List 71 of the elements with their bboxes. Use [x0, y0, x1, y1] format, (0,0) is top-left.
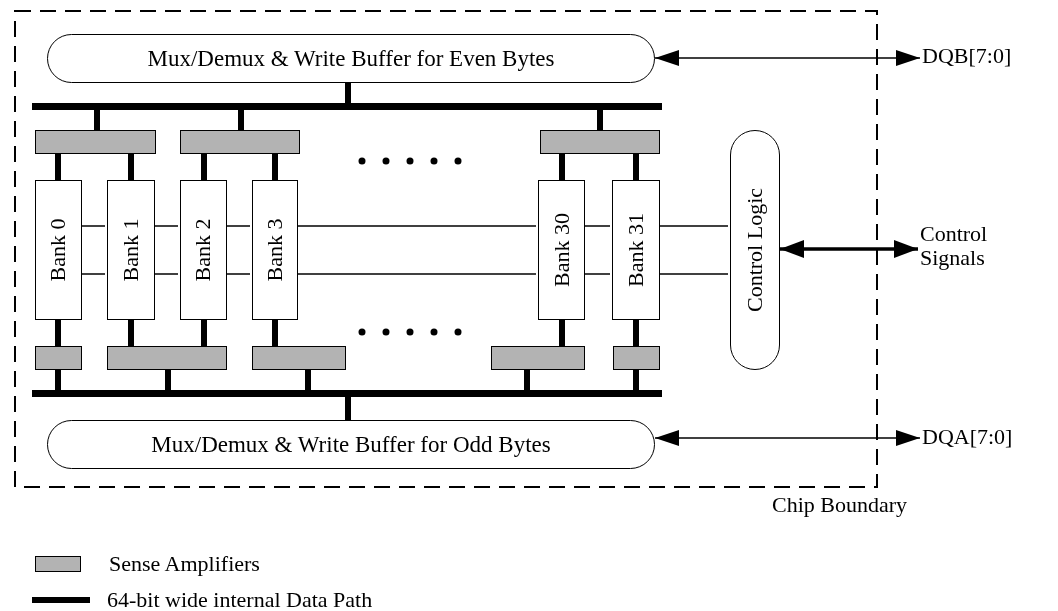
double-arrow: [654, 50, 921, 66]
sense-amplifier: [35, 130, 156, 154]
sense-amplifier: [180, 130, 300, 154]
sense-amplifier: [491, 346, 585, 370]
connector-line: [226, 273, 251, 275]
memory-bank: [35, 180, 82, 320]
block-label: Bank 1: [120, 218, 142, 282]
memory-bank: [252, 180, 298, 320]
memory-bank: [612, 180, 660, 320]
connector-line: [238, 110, 244, 130]
connector-line: [297, 273, 537, 275]
connector-line: [584, 225, 611, 227]
double-arrow: [780, 240, 918, 258]
signal-label: Control Signals: [920, 222, 989, 271]
data-bus: [32, 103, 662, 110]
block-label: Bank 0: [47, 218, 70, 282]
block-label: Bank 30: [550, 213, 573, 287]
block-label: Bank 2: [192, 218, 215, 282]
connector-line: [128, 154, 134, 180]
connector-line: [81, 225, 106, 227]
connector-line: [128, 320, 134, 346]
connector-line: [659, 273, 729, 275]
buffer-block: [47, 34, 655, 83]
connector-line: [226, 225, 251, 227]
control-logic-block: [730, 130, 780, 370]
connector-line: [55, 154, 61, 180]
connector-line: [297, 225, 537, 227]
legend-label: Sense Amplifiers: [109, 553, 260, 575]
connector-line: [55, 370, 61, 390]
block-label: Bank 3: [264, 218, 286, 282]
connector-line: [559, 320, 565, 346]
sense-amplifier: [35, 346, 82, 370]
connector-line: [201, 154, 207, 180]
connector-line: [305, 370, 311, 390]
memory-bank: [107, 180, 155, 320]
connector-line: [633, 320, 639, 346]
connector-line: [584, 273, 611, 275]
connector-line: [345, 83, 351, 103]
boundary-label: Chip Boundary: [772, 494, 908, 516]
connector-line: [272, 320, 278, 346]
buffer-block: [47, 420, 655, 469]
block-label: Mux/Demux & Write Buffer for Odd Bytes: [151, 433, 551, 456]
connector-line: [597, 110, 603, 130]
memory-bank: [180, 180, 227, 320]
signal-label: DQA[7:0]: [922, 425, 1014, 450]
sense-amplifier: [613, 346, 660, 370]
double-arrow: [654, 430, 921, 446]
legend-label: 64-bit wide internal Data Path: [107, 589, 373, 611]
connector-line: [154, 273, 179, 275]
connector-line: [524, 370, 530, 390]
block-label: Bank 31: [625, 213, 647, 287]
connector-line: [81, 273, 106, 275]
signal-label: DQB[7:0]: [922, 44, 1013, 69]
connector-line: [633, 370, 639, 390]
connector-line: [55, 320, 61, 346]
connector-line: [165, 370, 171, 390]
memory-bank: [538, 180, 585, 320]
connector-line: [201, 320, 207, 346]
connector-line: [659, 225, 729, 227]
connector-line: [633, 154, 639, 180]
sense-amplifier: [540, 130, 660, 154]
connector-line: [345, 397, 351, 420]
connector-line: [272, 154, 278, 180]
sense-amplifier: [107, 346, 227, 370]
connector-line: [154, 225, 179, 227]
block-label: Mux/Demux & Write Buffer for Even Bytes: [147, 47, 555, 70]
sense-amplifier: [252, 346, 346, 370]
connector-line: [94, 110, 100, 130]
data-bus: [32, 390, 662, 397]
block-label: Control Logic: [744, 188, 766, 312]
connector-line: [559, 154, 565, 180]
